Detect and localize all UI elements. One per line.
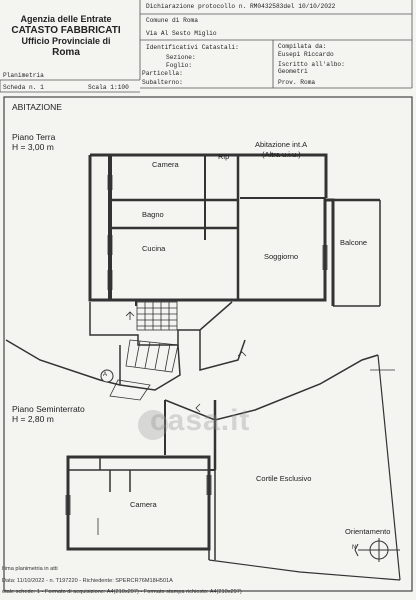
room-rip: Rip — [218, 152, 230, 161]
albo-value: Geometri — [278, 68, 308, 75]
ufficio-city: Roma — [52, 47, 80, 58]
marker-a: A — [103, 372, 108, 378]
catasto-title: CATASTO FABBRICATI — [11, 25, 121, 36]
room-cortile: Cortile Esclusivo — [256, 474, 312, 483]
piano-seminterrato-label: Piano Seminterrato — [12, 404, 85, 414]
footer-request: Data: 11/10/2022 - n. T197220 - Richiede… — [2, 578, 173, 584]
altra-uiu-label: (Altra u.i.u.) — [262, 150, 301, 159]
room-cucina: Cucina — [142, 244, 166, 253]
sezione-label: Sezione: — [166, 54, 196, 61]
north-label: N — [352, 545, 357, 551]
particella-label: Particella: — [142, 70, 183, 77]
protocol-text: Dichiarazione protocollo n. RM0432583del… — [146, 3, 336, 10]
via-text: Via Al Sesto Miglio — [146, 30, 217, 37]
ufficio-label: Ufficio Provinciale di — [21, 36, 111, 46]
foglio-label: Foglio: — [166, 62, 192, 69]
room-camera-seminterrato: Camera — [130, 500, 157, 509]
comune-text: Comune di Roma — [146, 17, 198, 24]
agency-block: Agenzia delle Entrate CATASTO FABBRICATI… — [0, 14, 132, 58]
room-soggiorno: Soggiorno — [264, 252, 299, 261]
piano-terra-height: H = 3,00 m — [12, 142, 54, 152]
identificativi-label: Identificativi Catastali: — [146, 44, 239, 51]
planimetria-label: Planimetria — [3, 72, 44, 79]
scala-label: Scala 1:100 — [88, 84, 129, 91]
iscritto-label: Iscritto all'albo: — [278, 61, 345, 68]
watermark-text: casa.it — [150, 404, 251, 437]
abitazione-title: ABITAZIONE — [12, 102, 62, 112]
subalterno-label: Subalterno: — [142, 79, 183, 86]
footer-last-plan: ltima planimetria in atti — [2, 566, 58, 572]
room-camera: Camera — [152, 160, 179, 169]
agency-name: Agenzia delle Entrate — [20, 14, 112, 24]
prov-value: Prov. Roma — [278, 79, 316, 86]
scheda-label: Scheda n. 1 — [3, 84, 44, 91]
room-balcone: Balcone — [340, 238, 368, 247]
watermark-logo — [138, 410, 168, 440]
compilatore-name: Eusepi Riccardo — [278, 51, 334, 58]
piano-terra-label: Piano Terra — [12, 132, 56, 142]
orientamento-label: Orientamento — [345, 527, 391, 536]
room-bagno: Bagno — [142, 210, 164, 219]
compilata-label: Compilata da: — [278, 43, 327, 50]
piano-seminterrato-height: H = 2,80 m — [12, 414, 54, 424]
footer-format: otale schede: 1 - Formato di acquisizion… — [2, 589, 242, 595]
abitazione-int-label: Abitazione int.A — [255, 140, 308, 149]
